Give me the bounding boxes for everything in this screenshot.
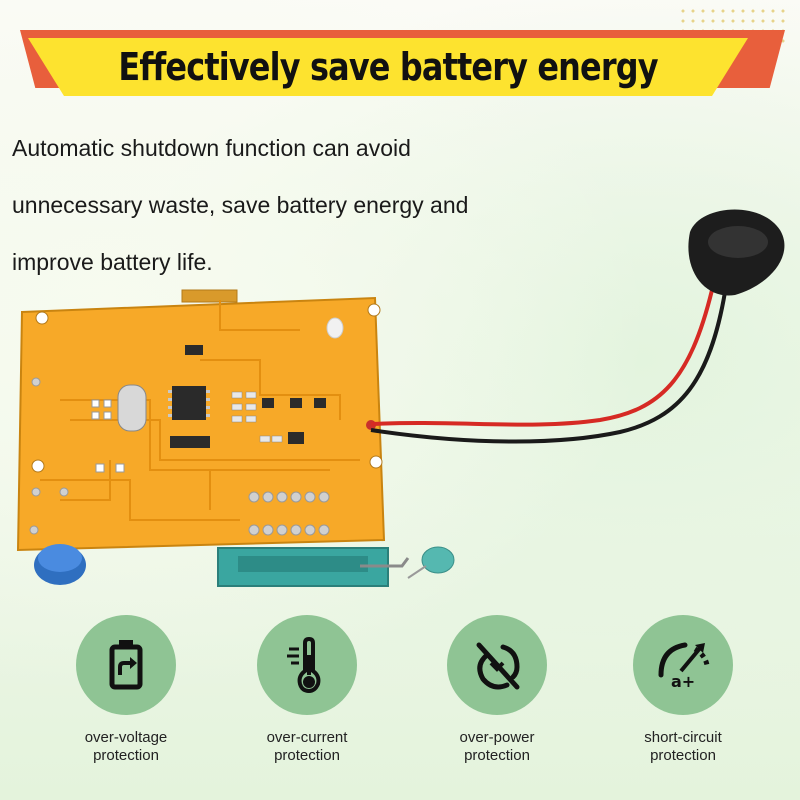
feature-label: over-current protection: [232, 729, 382, 765]
feature-label-line2: protection: [650, 747, 716, 764]
feature-label-line1: over-current: [266, 729, 348, 746]
feature-label-line2: protection: [464, 747, 530, 764]
feature-over-voltage: over-voltage protection: [41, 615, 211, 765]
feature-circle: [447, 615, 547, 715]
gauge-icon: a+: [658, 642, 710, 691]
feature-circle: [257, 615, 357, 715]
title-banner: Effectively save battery energy: [28, 38, 748, 96]
tester-board-image: [16, 209, 785, 587]
description-text: Automatic shutdown function can avoid un…: [12, 120, 572, 291]
feature-label-line1: over-voltage: [84, 729, 168, 746]
feature-over-power: over-power protection: [412, 615, 582, 765]
feature-label-line2: protection: [274, 747, 340, 764]
page-title: Effectively save battery energy: [118, 45, 658, 89]
feature-short-circuit: a+ short-circuit protection: [598, 615, 768, 765]
feature-circle: a+: [633, 615, 733, 715]
feature-over-current: over-current protection: [222, 615, 392, 765]
description-line-1: Automatic shutdown function can avoid: [12, 135, 411, 161]
feature-circle: [76, 615, 176, 715]
description-line-2: unnecessary waste, save battery energy a…: [12, 192, 469, 218]
feature-label-line1: over-power: [459, 729, 535, 746]
protection-features: over-voltage protection over-current pro…: [0, 615, 800, 785]
feature-label-line1: short-circuit: [644, 729, 722, 746]
battery-charge-icon: [109, 640, 143, 690]
feature-label: short-circuit protection: [608, 729, 758, 765]
feature-label: over-voltage protection: [51, 729, 201, 765]
feature-label: over-power protection: [422, 729, 572, 765]
power-off-icon: [476, 642, 520, 690]
svg-text:a+: a+: [671, 672, 695, 691]
thermometer-icon: [287, 636, 321, 694]
description-line-3: improve battery life.: [12, 249, 213, 275]
feature-label-line2: protection: [93, 747, 159, 764]
